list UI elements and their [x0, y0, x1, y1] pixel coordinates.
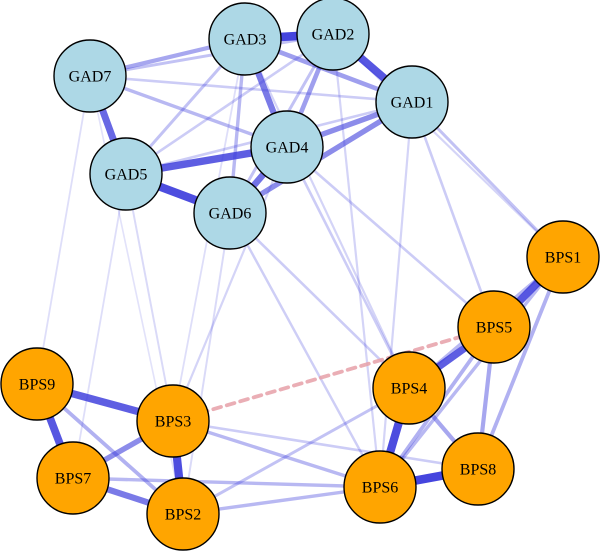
edge-gad5-gad2 [124, 32, 335, 176]
edge-bps7-bps6 [71, 476, 382, 489]
node-circle [375, 65, 449, 139]
edge-gad6-bps4 [228, 211, 411, 390]
edge-gad7-gad1 [88, 74, 414, 104]
node-circle [457, 290, 531, 364]
edge-bps2-bps4 [181, 386, 411, 516]
node-circle [146, 477, 220, 551]
edge-gad4-bps4 [285, 145, 411, 390]
node-bps5: BPS5 [457, 290, 531, 364]
node-gad1: GAD1 [375, 65, 449, 139]
node-bps7: BPS7 [36, 441, 110, 515]
node-bps2: BPS2 [146, 477, 220, 551]
node-bps6: BPS6 [343, 450, 417, 524]
node-circle [296, 0, 370, 71]
node-label: GAD7 [69, 69, 112, 86]
edge-gad6-bps6 [228, 211, 382, 489]
node-bps8: BPS8 [441, 432, 515, 506]
edge-gad4-bps5 [285, 145, 496, 329]
edge-gad2-bps6 [331, 32, 382, 489]
node-label: BPS8 [460, 462, 496, 479]
node-label: GAD4 [266, 140, 309, 157]
node-gad4: GAD4 [250, 110, 324, 184]
edge-gad7-gad2 [88, 32, 335, 78]
node-label: BPS9 [19, 377, 55, 394]
node-label: BPS5 [476, 320, 512, 337]
node-gad5: GAD5 [89, 137, 163, 211]
node-circle [89, 137, 163, 211]
node-circle [343, 450, 417, 524]
node-gad3: GAD3 [208, 2, 282, 76]
edge-gad7-bps9 [36, 75, 91, 385]
node-gad6: GAD6 [193, 176, 267, 250]
node-gad2: GAD2 [296, 0, 370, 71]
edge-gad5-bps3 [125, 173, 174, 422]
node-label: GAD6 [209, 206, 252, 223]
node-gad7: GAD7 [53, 39, 127, 113]
node-bps1: BPS1 [526, 220, 600, 294]
node-label: GAD2 [312, 27, 355, 44]
edge-gad3-bps4 [243, 37, 411, 390]
node-circle [36, 441, 110, 515]
node-circle [53, 39, 127, 113]
node-circle [0, 347, 74, 421]
edge-gad6-bps2 [182, 212, 231, 515]
node-label: BPS1 [545, 250, 581, 267]
node-label: GAD3 [224, 32, 267, 49]
node-circle [136, 384, 210, 458]
node-bps3: BPS3 [136, 384, 210, 458]
edge-bps1-bps8 [476, 255, 565, 471]
node-label: GAD5 [105, 167, 148, 184]
node-label: BPS6 [362, 480, 398, 497]
node-bps4: BPS4 [372, 351, 446, 425]
edge-gad1-bps6 [378, 100, 414, 489]
node-circle [208, 2, 282, 76]
node-label: BPS4 [391, 381, 427, 398]
node-label: GAD1 [391, 95, 434, 112]
node-circle [372, 351, 446, 425]
node-label: BPS3 [155, 414, 191, 431]
node-circle [250, 110, 324, 184]
edge-bps1-bps6 [378, 255, 565, 489]
node-label: BPS7 [55, 471, 91, 488]
node-label: BPS2 [165, 507, 201, 524]
edge-gad1-bps5 [410, 100, 496, 329]
edge-gad5-bps7 [72, 173, 127, 479]
node-circle [441, 432, 515, 506]
node-circle [193, 176, 267, 250]
edge-bps3-bps8 [171, 419, 480, 471]
edge-bps3-bps5 [171, 325, 496, 423]
node-circle [526, 220, 600, 294]
node-bps9: BPS9 [0, 347, 74, 421]
